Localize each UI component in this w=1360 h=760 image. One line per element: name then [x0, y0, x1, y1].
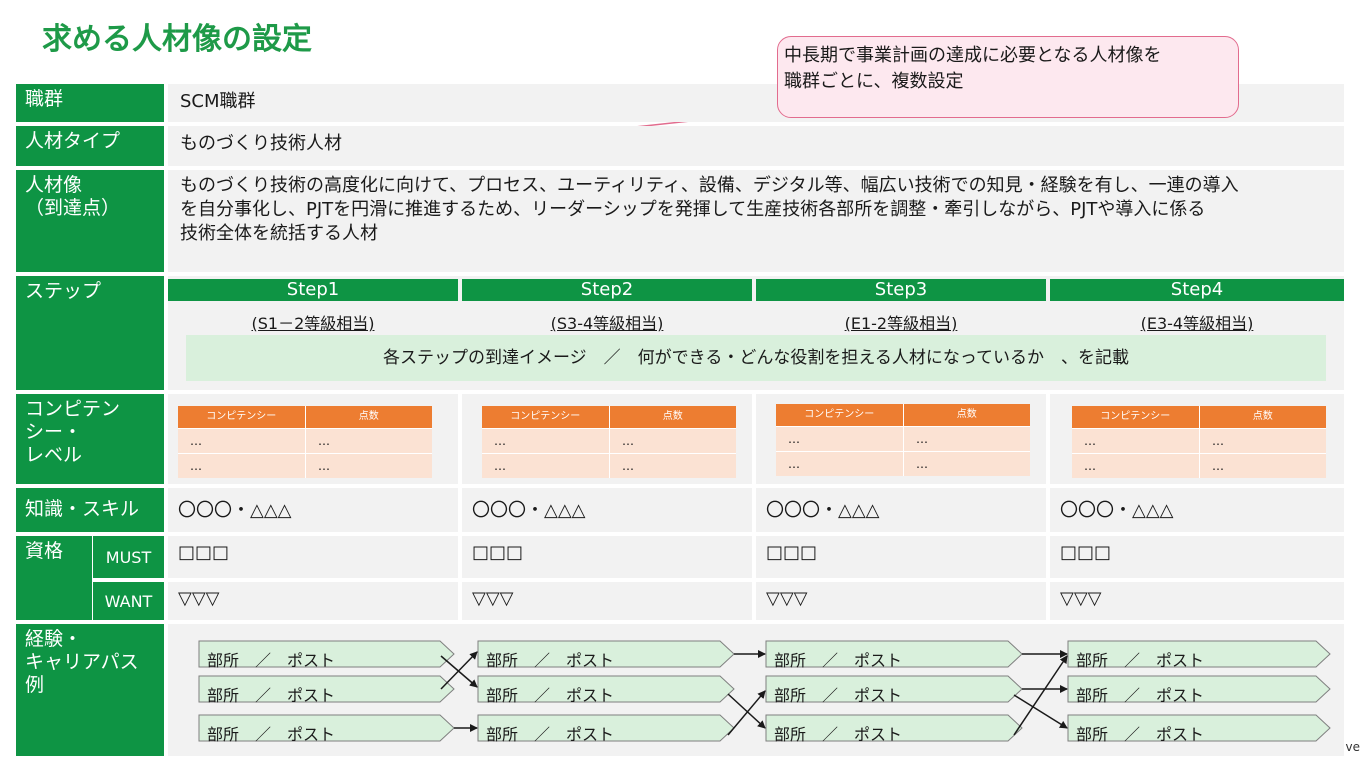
step-header-4: Step4	[1050, 279, 1344, 301]
career-box-label: 部所 ／ ポスト	[207, 651, 336, 670]
career-box-label: 部所 ／ ポスト	[207, 725, 336, 744]
career-box-label: 部所 ／ ポスト	[207, 686, 336, 705]
row-label-skill: 知識・スキル	[16, 488, 164, 532]
want-cell-4: ▽▽▽	[1050, 582, 1344, 620]
step-banner: 各ステップの到達イメージ ／ 何ができる・どんな役割を担える人材になっているか …	[186, 335, 1326, 381]
step-grade-3: (E1-2等級相当)	[844, 314, 958, 333]
career-box	[198, 714, 455, 742]
competency-table-4: コンピテンシー点数 …… ……	[1072, 406, 1326, 478]
must-cell-3: □□□	[756, 536, 1046, 578]
want-cell-3: ▽▽▽	[756, 582, 1046, 620]
row-label-shikaku: 資格	[16, 536, 92, 620]
career-arrow	[727, 690, 766, 736]
callout-note: 中長期で事業計画の達成に必要となる人材像を 職群ごとに、複数設定	[777, 36, 1239, 118]
row-label-shokugun: 職群	[16, 84, 164, 122]
career-box-label: 部所 ／ ポスト	[1076, 651, 1205, 670]
career-box	[1067, 714, 1331, 742]
career-box	[198, 675, 455, 703]
step-header-1: Step1	[168, 279, 458, 301]
step-header-3: Step3	[756, 279, 1046, 301]
career-box-label: 部所 ／ ポスト	[1076, 725, 1205, 744]
skill-cell-3: 〇〇〇・△△△	[756, 488, 1046, 532]
row-label-career: 経験・ キャリアパス 例	[16, 624, 164, 756]
step-grade-4: (E3-4等級相当)	[1140, 314, 1254, 333]
must-cell-4: □□□	[1050, 536, 1344, 578]
career-box-label: 部所 ／ ポスト	[486, 651, 615, 670]
career-arrow	[1013, 655, 1068, 736]
skill-cell-4: 〇〇〇・△△△	[1050, 488, 1344, 532]
step-grade-2: (S3-4等級相当)	[550, 314, 664, 333]
career-box	[1067, 640, 1331, 668]
want-cell-2: ▽▽▽	[462, 582, 752, 620]
corner-text: ve	[1345, 740, 1360, 754]
career-box	[477, 675, 735, 703]
career-arrow	[1013, 694, 1068, 729]
career-arrow	[440, 651, 478, 690]
career-box	[765, 640, 1023, 668]
skill-cell-2: 〇〇〇・△△△	[462, 488, 752, 532]
competency-table-1: コンピテンシー点数 …… ……	[178, 406, 432, 478]
career-box	[477, 714, 735, 742]
career-box	[477, 640, 735, 668]
row-label-jinzaizou: 人材像 （到達点）	[16, 170, 164, 272]
row-label-step: ステップ	[16, 276, 164, 390]
must-cell-1: □□□	[168, 536, 458, 578]
skill-cell-1: 〇〇〇・△△△	[168, 488, 458, 532]
competency-table-3: コンピテンシー点数 …… ……	[776, 404, 1030, 476]
jinzai-type-value: ものづくり技術人材	[168, 126, 1344, 166]
row-label-competency: コンピテン シー・ レベル	[16, 394, 164, 484]
must-label: MUST	[92, 536, 164, 578]
career-arrow	[727, 693, 766, 729]
step-header-2: Step2	[462, 279, 752, 301]
career-box-label: 部所 ／ ポスト	[486, 686, 615, 705]
step-grade-1: (S1－2等級相当)	[251, 314, 375, 333]
want-label: WANT	[92, 582, 164, 620]
jinzaizou-value: ものづくり技術の高度化に向けて、プロセス、ユーティリティ、設備、デジタル等、幅広…	[168, 170, 1344, 272]
must-cell-2: □□□	[462, 536, 752, 578]
row-label-jinzai-type: 人材タイプ	[16, 126, 164, 166]
career-box-label: 部所 ／ ポスト	[1076, 686, 1205, 705]
career-box-label: 部所 ／ ポスト	[774, 651, 903, 670]
career-box-label: 部所 ／ ポスト	[486, 725, 615, 744]
career-box	[1067, 675, 1331, 703]
competency-table-2: コンピテンシー点数 …… ……	[482, 406, 736, 478]
career-box-label: 部所 ／ ポスト	[774, 725, 903, 744]
page-title: 求める人材像の設定	[42, 22, 312, 57]
career-box-label: 部所 ／ ポスト	[774, 686, 903, 705]
want-cell-1: ▽▽▽	[168, 582, 458, 620]
